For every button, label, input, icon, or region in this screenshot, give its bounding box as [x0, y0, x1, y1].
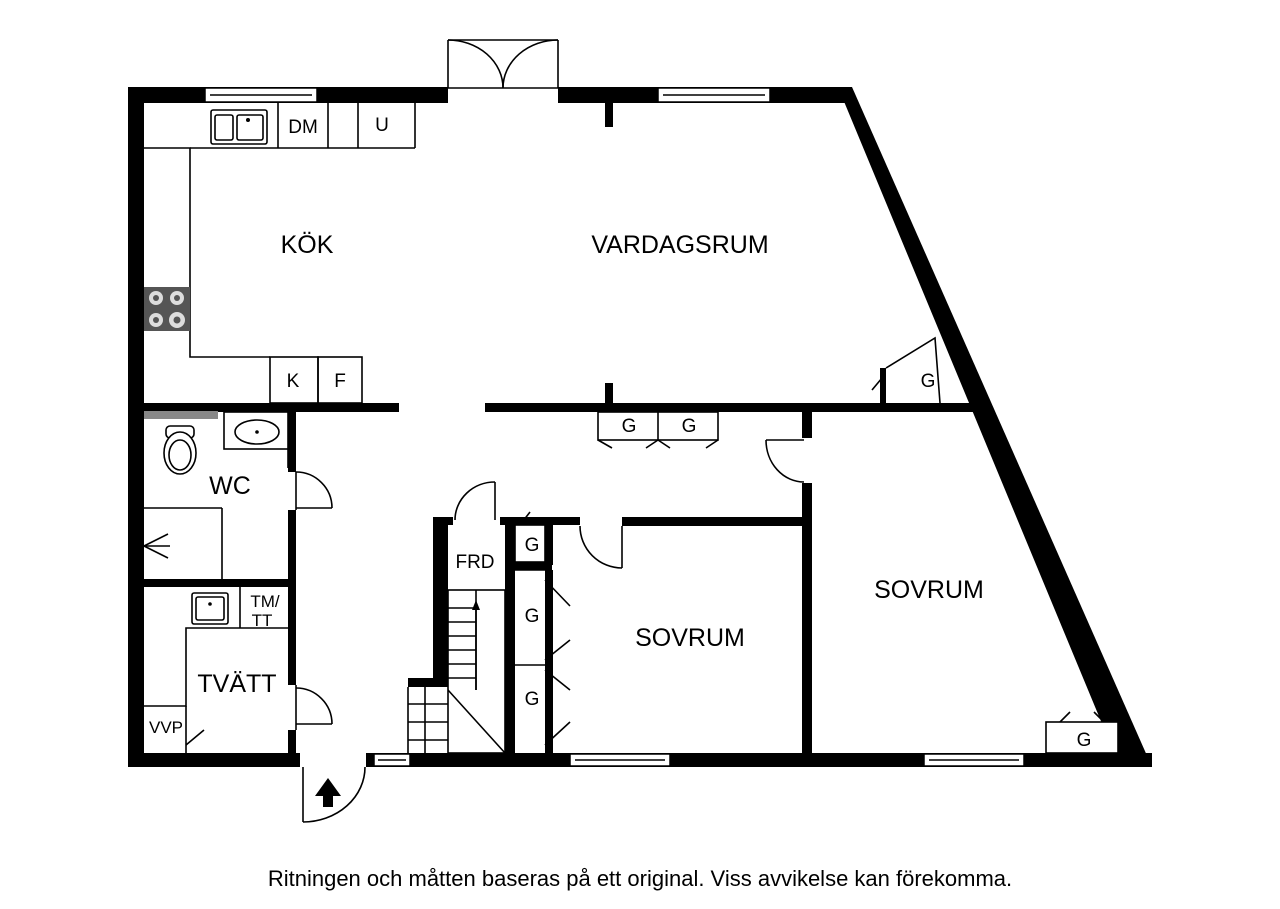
room-label-laundry: TVÄTT	[197, 670, 276, 698]
kitchen-sink-icon	[210, 109, 268, 145]
disclaimer-text: Ritningen och måtten baseras på ett orig…	[267, 866, 1013, 891]
frd-door	[454, 481, 496, 521]
window-bedroom-right	[923, 753, 1025, 767]
laundry-door	[295, 685, 333, 730]
window-bedroom-center	[569, 753, 671, 767]
room-label-wc: WC	[209, 472, 251, 500]
fixture-label-washer-dryer-1: TM/	[250, 592, 280, 611]
wardrobe-label-hall-2: G	[682, 416, 697, 437]
stairs	[407, 589, 506, 754]
windows	[204, 87, 1025, 767]
fixture-label-freezer: F	[334, 371, 346, 392]
stove-icon	[144, 287, 190, 331]
wc-door	[295, 471, 333, 510]
wardrobe-label-hall-1: G	[622, 416, 637, 437]
window-living	[657, 87, 771, 103]
exterior-walls	[128, 87, 1152, 767]
laundry-fixtures	[144, 587, 290, 753]
room-label-kitchen: KÖK	[281, 231, 334, 259]
shower-icon	[143, 507, 223, 579]
bedroom-center-door	[579, 525, 623, 569]
wardrobe-label-small: G	[525, 535, 540, 556]
wardrobe-label-stair-1: G	[525, 606, 540, 627]
fixture-label-heat-pump: VVP	[149, 718, 183, 737]
bedroom-right-door	[765, 439, 805, 483]
wardrobe-label-living: G	[921, 371, 936, 392]
toilet-icon	[163, 425, 197, 475]
entrance-door	[302, 766, 366, 823]
interior-walls	[144, 100, 973, 755]
room-label-bedroom-center: SOVRUM	[635, 624, 745, 652]
window-kitchen	[204, 87, 318, 103]
doors	[295, 39, 805, 823]
wardrobe-label-bedroom: G	[1077, 730, 1092, 751]
fixture-label-dishwasher: DM	[288, 117, 318, 138]
washbasin-icon	[234, 419, 280, 445]
arrow-up-icon	[315, 778, 341, 807]
laundry-sink-icon	[191, 592, 229, 625]
fixture-label-washer-dryer-2: TT	[252, 611, 273, 630]
kitchen-fixtures	[144, 103, 416, 404]
room-label-frd: FRD	[455, 552, 494, 573]
room-label-bedroom-right: SOVRUM	[874, 576, 984, 604]
fixture-label-fridge: K	[287, 371, 300, 392]
fixture-label-oven: U	[375, 115, 389, 136]
wardrobe-label-stair-2: G	[525, 689, 540, 710]
wardrobes	[514, 336, 1119, 754]
patio-door	[447, 39, 559, 89]
room-label-living: VARDAGSRUM	[591, 231, 768, 259]
wc-fixtures	[143, 411, 289, 579]
window-hall	[373, 753, 411, 767]
